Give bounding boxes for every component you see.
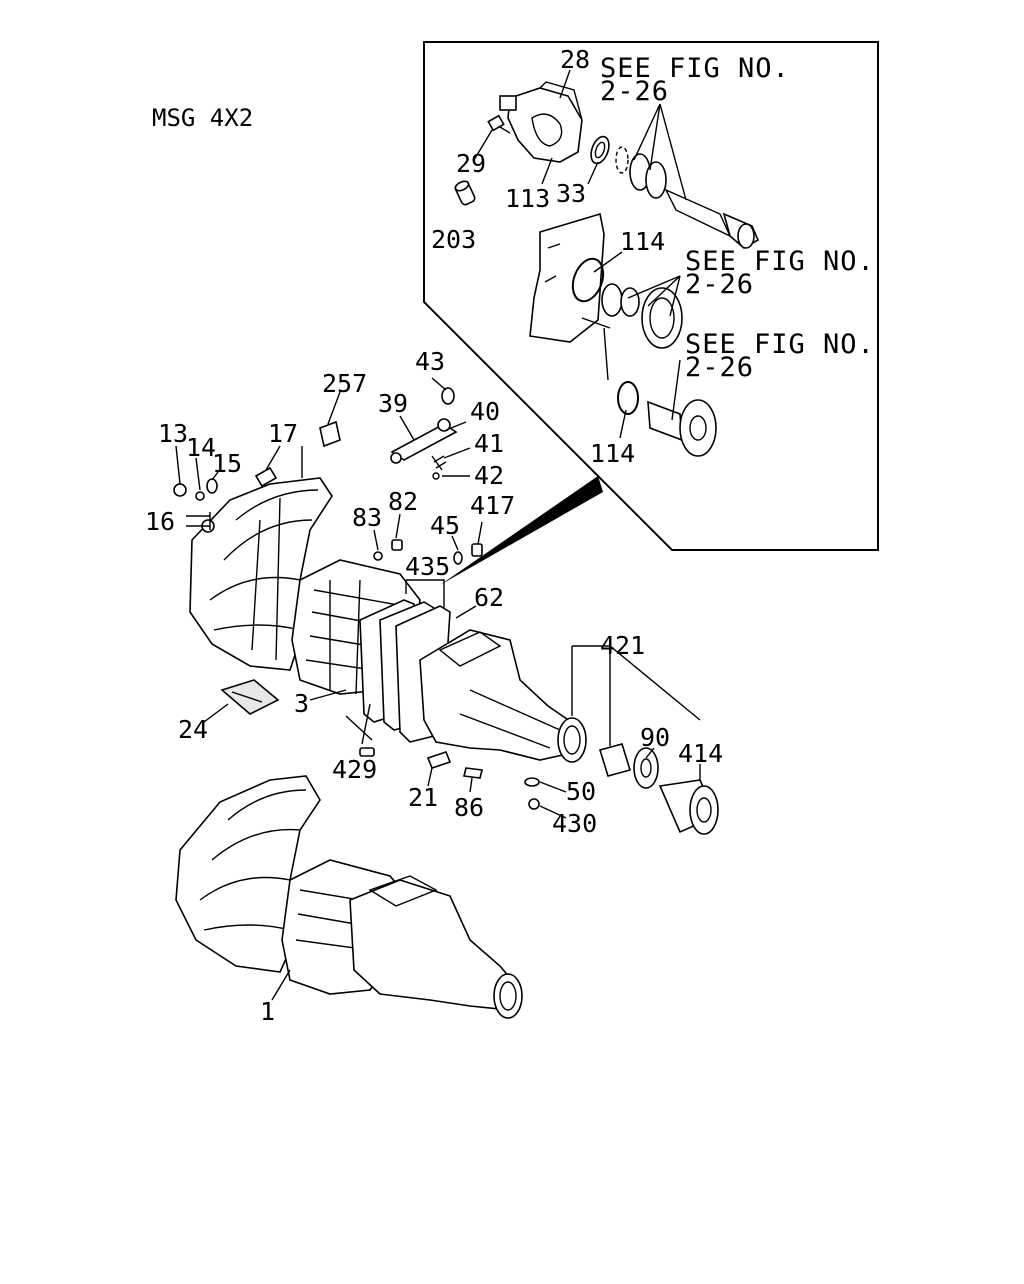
callout-414: 414 [678, 739, 723, 768]
callout-24: 24 [178, 715, 208, 744]
callout-417: 417 [470, 491, 515, 520]
seal-33-part [590, 135, 610, 165]
callout-17: 17 [268, 419, 298, 448]
callout-3: 3 [294, 689, 309, 718]
callout-113: 113 [505, 184, 550, 213]
callout-1: 1 [260, 997, 275, 1026]
main-leaders [175, 377, 701, 1001]
callout-435: 435 [405, 552, 450, 581]
shift-rod-part [390, 387, 458, 480]
callout-41: 41 [474, 429, 504, 458]
extension-housing-part [419, 629, 587, 763]
fasteners-bottom [359, 747, 540, 810]
callout-16: 16 [145, 507, 175, 536]
svg-text:SEE FIG NO.: SEE FIG NO. [685, 246, 875, 277]
bushing-90-part [598, 743, 659, 789]
callout-42: 42 [474, 461, 504, 490]
callout-114-top: 114 [620, 227, 665, 256]
callout-33: 33 [556, 179, 586, 208]
callout-labels: 28 29 113 33 203 114 114 43 257 39 40 41… [145, 45, 723, 1026]
callout-62: 62 [474, 583, 504, 612]
inset-note-1: SEE FIG NO. 2-26 [600, 53, 790, 107]
assembled-transmission-part [175, 775, 523, 1019]
callout-21: 21 [408, 783, 438, 812]
fasteners-left [173, 466, 278, 533]
callout-50: 50 [566, 777, 596, 806]
diagram-title: MSG 4X2 [152, 104, 253, 132]
callout-13: 13 [158, 419, 188, 448]
callout-203: 203 [431, 225, 476, 254]
counter-gear-part [617, 381, 717, 457]
output-shaft-part [615, 146, 760, 249]
inset-pointer [440, 476, 603, 585]
svg-text:SEE FIG NO.: SEE FIG NO. [685, 329, 875, 360]
callout-90: 90 [640, 723, 670, 752]
inset-note-2: SEE FIG NO. 2-26 [685, 246, 875, 300]
callout-45: 45 [430, 511, 460, 540]
callout-40: 40 [470, 397, 500, 426]
inset-leaders [473, 69, 687, 439]
intermediate-plate-part [529, 212, 605, 343]
inset-note-3: SEE FIG NO. 2-26 [685, 329, 875, 383]
cover-257-part [319, 420, 341, 448]
fasteners-right [373, 539, 483, 565]
callout-29: 29 [456, 149, 486, 178]
callout-114-bottom: 114 [590, 439, 635, 468]
callout-83: 83 [352, 503, 382, 532]
callout-421: 421 [600, 631, 645, 660]
callout-43: 43 [415, 347, 445, 376]
callout-429: 429 [332, 755, 377, 784]
extension-cover-part [499, 81, 583, 163]
callout-15: 15 [212, 449, 242, 478]
callout-86: 86 [454, 793, 484, 822]
callout-430: 430 [552, 809, 597, 838]
svg-text:2-26: 2-26 [685, 352, 754, 383]
bolt-29-part [487, 114, 511, 134]
seal-414-part [658, 779, 719, 835]
callout-82: 82 [388, 487, 418, 516]
callout-39: 39 [378, 389, 408, 418]
svg-text:SEE FIG NO.: SEE FIG NO. [600, 53, 790, 84]
svg-text:2-26: 2-26 [685, 269, 754, 300]
callout-257: 257 [322, 369, 367, 398]
callout-14: 14 [186, 433, 216, 462]
cover-plate-24-part [220, 679, 280, 715]
inset-frame [423, 41, 879, 551]
callout-28: 28 [560, 45, 590, 74]
pin-203-part [454, 180, 476, 206]
svg-text:2-26: 2-26 [600, 76, 669, 107]
